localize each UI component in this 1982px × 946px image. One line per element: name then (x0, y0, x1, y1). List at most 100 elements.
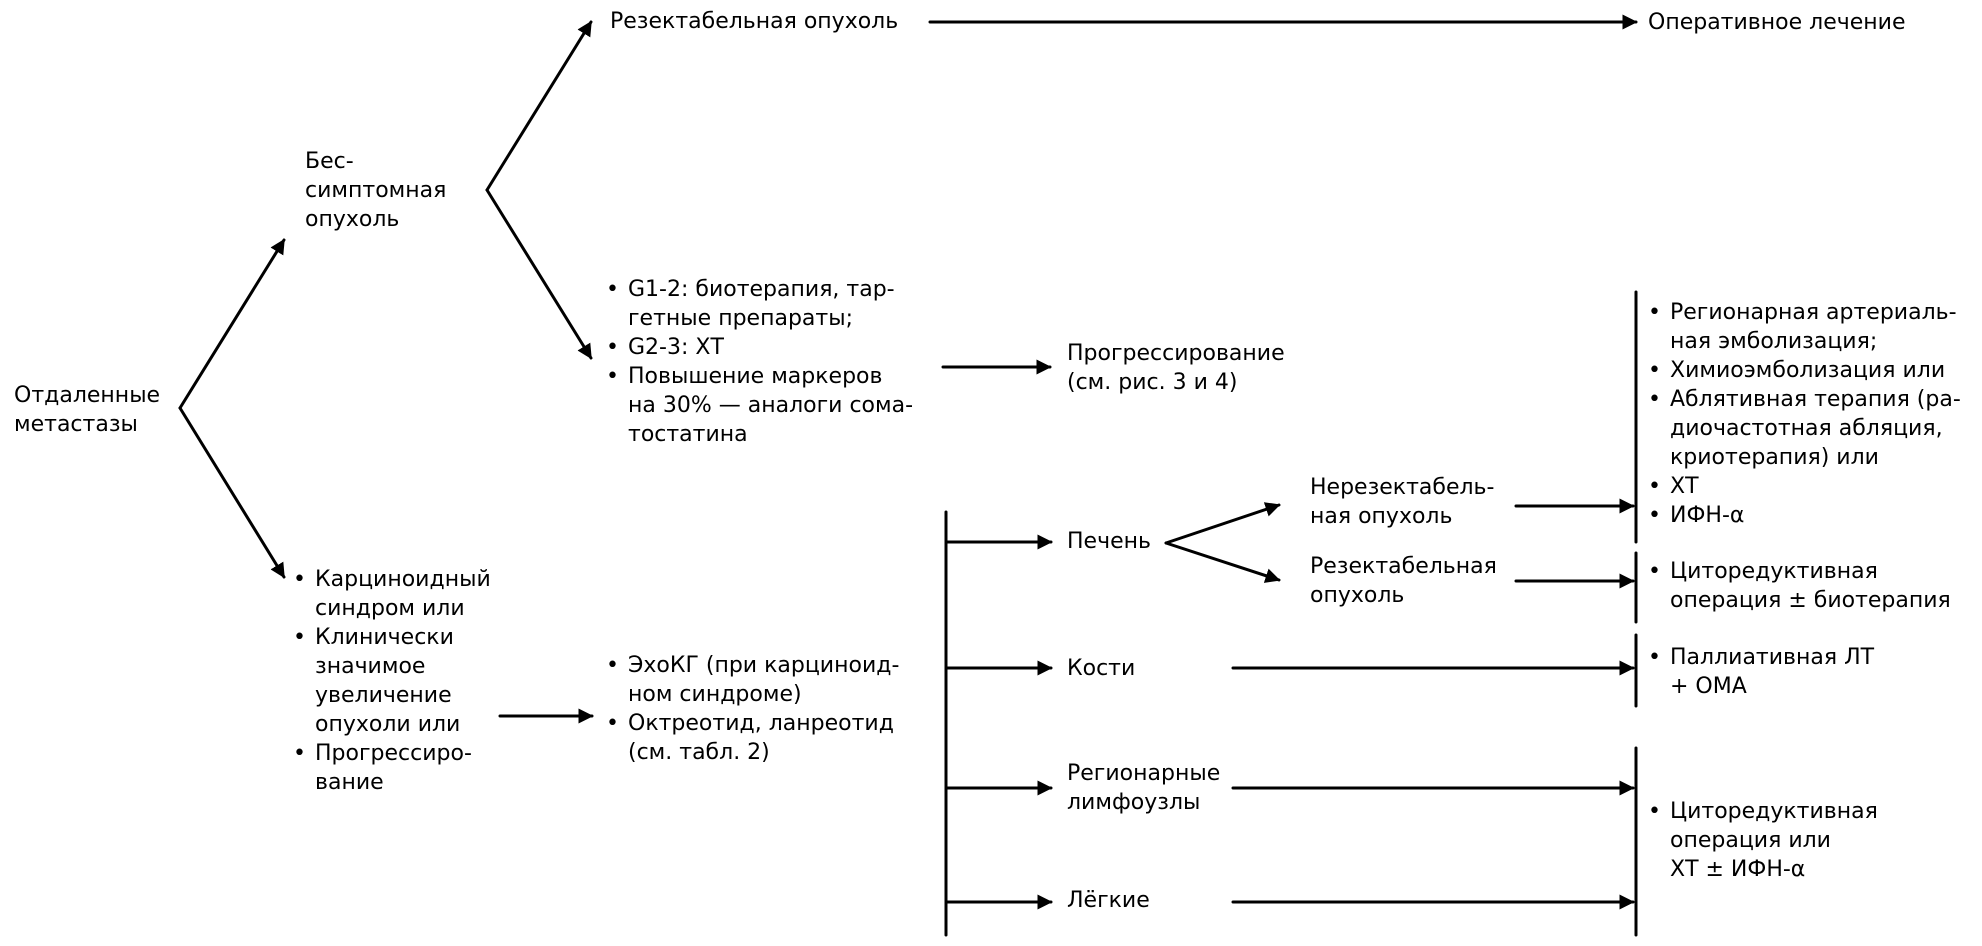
text-line: симптомная (305, 178, 447, 203)
list-item-line: диочастотная абляция, (1670, 416, 1943, 441)
progression-node: Прогрессирование (см. рис. 3 и 4) (1067, 339, 1285, 397)
bullet-icon: • (1648, 559, 1661, 584)
bones-node: Кости (1067, 654, 1135, 683)
bullet-icon: • (1648, 358, 1661, 383)
resectable-tumor-top-node: Резектабельная опухоль (610, 7, 898, 36)
arrow-metastases-to-asymptomatic (178, 238, 286, 410)
list-item: • Паллиативная ЛТ + ОМА (1648, 643, 1874, 701)
list-item: • Аблятивная терапия (ра-диочастотная абл… (1648, 385, 1961, 472)
arrow-liver-to-unresectable (1164, 502, 1281, 545)
unresectable-tumor-node: Нерезектабель-ная опухоль (1310, 473, 1494, 531)
list-item-line: Паллиативная ЛТ (1670, 645, 1875, 670)
list-item: •ЭхоКГ (при карциноид-ном синдроме) (606, 651, 899, 709)
list-item: • Регионарная артериаль-ная эмболизация; (1648, 298, 1961, 356)
list-item-line: Повышение маркеров (628, 364, 883, 389)
arrow-asymptomatic-to-resectable (485, 20, 593, 192)
text-line: Прогрессирование (1067, 341, 1285, 366)
text-line: Регионарные (1067, 761, 1221, 786)
list-item-line: Циторедуктивная (1670, 799, 1878, 824)
list-item-line: операция ± биотерапия (1670, 588, 1951, 613)
text-line: опухоль (305, 207, 400, 232)
bullet-icon: • (1648, 300, 1661, 325)
list-item: • ХТ (1648, 472, 1961, 501)
lungs-node: Лёгкие (1067, 886, 1150, 915)
list-item-line: тостатина (628, 422, 748, 447)
list-item-line: Регионарная артериаль- (1670, 300, 1957, 325)
bullet-icon: • (606, 277, 619, 302)
bone-treatments-list: • Паллиативная ЛТ + ОМА (1648, 643, 1874, 701)
bullet-icon: • (293, 741, 306, 766)
list-item-line: G2-3: ХТ (628, 335, 724, 360)
list-item-line: (см. табл. 2) (628, 740, 770, 765)
bullet-icon: • (606, 711, 619, 736)
distant-metastases-node: Отдаленные метастазы (14, 381, 160, 439)
bullet-icon: • (1648, 799, 1661, 824)
text-line: лимфоузлы (1067, 790, 1201, 815)
bullet-icon: • (293, 625, 306, 650)
list-item-line: ХТ (1670, 474, 1699, 499)
bullet-icon: • (1648, 474, 1661, 499)
echo-octreotide-list: •ЭхоКГ (при карциноид-ном синдроме)• Октр… (606, 651, 899, 767)
regional-lymph-nodes-node: Регионарные лимфоузлы (1067, 759, 1220, 817)
list-item-line: операция или (1670, 828, 1831, 853)
text-line: метастазы (14, 412, 138, 437)
text-line: Нерезектабель- (1310, 475, 1495, 500)
text-line: Лёгкие (1067, 888, 1150, 913)
list-item: • G2-3: ХТ (606, 333, 913, 362)
list-item-line: значимое (315, 654, 426, 679)
list-item-line: гетные препараты; (628, 306, 853, 331)
list-item-line: Карциноидный (315, 567, 491, 592)
text-line: Резектабельная опухоль (610, 9, 899, 34)
list-item-line: синдром или (315, 596, 465, 621)
list-item-line: вание (315, 770, 384, 795)
arrow-metastases-to-symptomatic (178, 406, 286, 579)
list-item-line: G1-2: биотерапия, тар- (628, 277, 895, 302)
list-item-line: ном синдроме) (628, 682, 802, 707)
text-line: опухоль (1310, 583, 1405, 608)
asymptomatic-tumor-node: Бес-симптомная опухоль (305, 147, 446, 234)
list-item-line: ХТ ± ИФН-α (1670, 857, 1806, 882)
list-item: • ИФН-α (1648, 501, 1961, 530)
resectable-tumor-liver-node: Резектабельная опухоль (1310, 552, 1497, 610)
liver-node: Печень (1067, 527, 1151, 556)
list-item: •Химиоэмболизация или (1648, 356, 1961, 385)
resectable-treatments-list: • Циторедуктивная операция ± биотерапия (1648, 557, 1951, 615)
list-item-line: ИФН-α (1670, 503, 1745, 528)
list-item-line: Аблятивная терапия (ра- (1670, 387, 1961, 412)
text-line: Отдаленные (14, 383, 161, 408)
list-item-line: ЭхоКГ (при карциноид- (628, 653, 900, 678)
list-item: •Прогрессиро-вание (293, 739, 491, 797)
surgical-treatment-node: Оперативное лечение (1648, 8, 1905, 37)
list-item: • Циторедуктивная операция или ХТ ± ИФН-α (1648, 797, 1878, 884)
list-item: • G1-2: биотерапия, тар-гетные препараты; (606, 275, 913, 333)
list-item-line: увеличение (315, 683, 452, 708)
arrow-asymptomatic-to-therapy (485, 188, 593, 360)
text-line: (см. рис. 3 и 4) (1067, 370, 1238, 395)
bullet-icon: • (606, 335, 619, 360)
list-item-line: + ОМА (1670, 674, 1747, 699)
text-line: ная опухоль (1310, 504, 1453, 529)
list-item-line: опухоли или (315, 712, 461, 737)
list-item-line: Циторедуктивная (1670, 559, 1878, 584)
list-item-line: Октреотид, ланреотид (628, 711, 894, 736)
bullet-icon: • (1648, 645, 1661, 670)
list-item: • Октреотид, ланреотид (см. табл. 2) (606, 709, 899, 767)
text-line: Бес- (305, 149, 354, 174)
list-item-line: ная эмболизация; (1670, 329, 1878, 354)
text-line: Печень (1067, 529, 1151, 554)
arrow-liver-to-resectable (1164, 541, 1281, 583)
therapy-options-list: • G1-2: биотерапия, тар-гетные препараты;… (606, 275, 913, 449)
bullet-icon: • (1648, 387, 1661, 412)
list-item: • Циторедуктивная операция ± биотерапия (1648, 557, 1951, 615)
text-line: Резектабельная (1310, 554, 1497, 579)
list-item-line: криотерапия) или (1670, 445, 1879, 470)
bullet-icon: • (606, 364, 619, 389)
text-line: Кости (1067, 656, 1136, 681)
bullet-icon: • (1648, 503, 1661, 528)
